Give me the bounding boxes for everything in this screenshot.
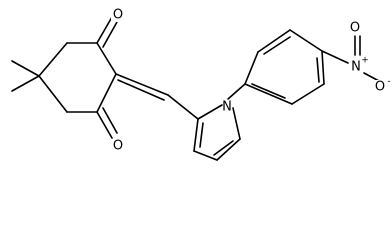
molecule-drawing: O O N bbox=[11, 8, 391, 161]
aromatic-inner-1 bbox=[263, 36, 291, 55]
cyclohexanedione-ring bbox=[38, 42, 117, 113]
aromatic-inner-2 bbox=[316, 57, 320, 83]
atom-o-nitro-top: O bbox=[350, 21, 360, 36]
exocyclic-methylidene bbox=[115, 73, 199, 120]
double-bond-a bbox=[115, 73, 169, 96]
bond-c2-c3 bbox=[96, 42, 117, 75]
atom-n-nitro: N bbox=[351, 60, 361, 75]
atom-mask-n-nitro bbox=[349, 60, 363, 74]
bond-ar1-ar2 bbox=[244, 51, 259, 85]
bond-ar5-ar6 bbox=[291, 83, 325, 105]
bond-c4-c3 bbox=[193, 150, 218, 161]
bond-c6-c1 bbox=[38, 42, 68, 77]
atom-mask-o-bottom bbox=[111, 139, 125, 153]
atom-n-pyrrole: N bbox=[222, 100, 232, 115]
atom-mask-o-nitro-right bbox=[373, 80, 387, 94]
carbonyl-top-bond-a bbox=[96, 16, 113, 44]
bond-ar2-ar3 bbox=[257, 29, 291, 53]
bond-ar6-ar1 bbox=[244, 83, 293, 105]
carbonyl-top-bond-b bbox=[102, 21, 118, 48]
atom-o-nitro-right: O bbox=[375, 80, 385, 95]
carbonyl-bottom-bond-b bbox=[102, 107, 118, 134]
bond-ar4-ar5 bbox=[321, 50, 325, 85]
bond-n1-c5 bbox=[232, 107, 241, 140]
charge-o-nitro-right: - bbox=[387, 77, 390, 87]
nitro-group: O N + O - bbox=[321, 21, 391, 95]
bond-c5-c4-inner bbox=[213, 140, 234, 156]
ketone-top: O bbox=[96, 8, 125, 48]
bond-c5-c4 bbox=[216, 138, 241, 161]
bond-ar3-ar4 bbox=[289, 29, 323, 52]
nitrophenyl-ring bbox=[227, 29, 325, 105]
atom-mask-o-top bbox=[111, 8, 125, 22]
nitro-single-bond bbox=[363, 72, 380, 82]
bond-methine-pyrrole bbox=[167, 94, 199, 120]
bond-c5-c6 bbox=[38, 75, 68, 113]
bond-c2-n1 bbox=[197, 104, 223, 120]
aromatic-inner-3 bbox=[251, 83, 286, 99]
ketone-bottom: O bbox=[96, 107, 125, 154]
carbonyl-bottom-bond-a bbox=[96, 111, 113, 139]
bond-n-aryl bbox=[227, 83, 246, 100]
bond-c3-c4 bbox=[96, 73, 117, 113]
atom-o-bottom: O bbox=[113, 139, 123, 154]
atom-o-top: O bbox=[113, 8, 123, 23]
atom-mask-o-nitro-top bbox=[348, 21, 362, 35]
bond-ar-nitro bbox=[321, 50, 349, 64]
methyl-bond-lower bbox=[11, 75, 40, 92]
double-bond-b bbox=[117, 79, 165, 101]
bond-c3-c2-inner bbox=[199, 122, 204, 148]
pyrrole-ring: N bbox=[193, 100, 241, 161]
gem-dimethyl bbox=[11, 60, 40, 92]
methyl-bond-upper bbox=[11, 60, 40, 77]
bond-c3-c2 bbox=[193, 118, 199, 152]
charge-n-nitro: + bbox=[361, 56, 369, 66]
chemical-structure-canvas: O O N bbox=[11, 7, 391, 161]
